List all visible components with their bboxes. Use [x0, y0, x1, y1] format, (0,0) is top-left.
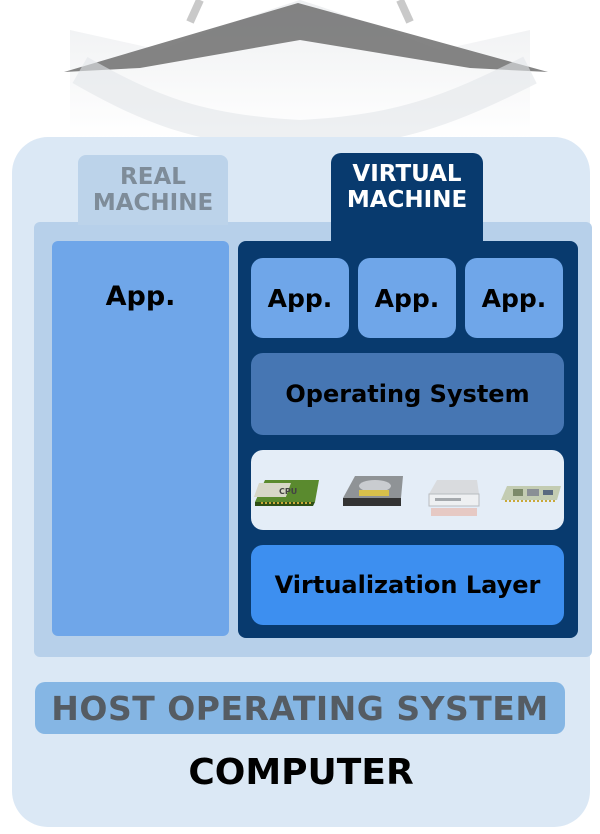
vm-app-3: App. [465, 258, 563, 338]
virtual-machine-tab: VIRTUAL MACHINE [331, 153, 483, 247]
virtual-hardware-icons: CPU [253, 476, 561, 516]
real-machine-tab: REAL MACHINE [78, 155, 228, 225]
virtualization-layer: Virtualization Layer [251, 545, 564, 625]
top-arrow-graphic [0, 0, 600, 140]
vm-app-2: App. [358, 258, 456, 338]
real-machine-app-box [52, 241, 229, 636]
virtual-hardware-box: CPU [251, 450, 564, 530]
vm-app-1: App. [251, 258, 349, 338]
svg-text:CPU: CPU [279, 487, 297, 496]
computer-label: COMPUTER [188, 752, 414, 793]
expansion-card-icon [501, 486, 561, 502]
guest-operating-system: Operating System [251, 353, 564, 435]
disk-drive-icon [428, 480, 480, 516]
cpu-icon: CPU [253, 480, 319, 506]
hard-drive-icon [343, 476, 403, 506]
real-machine-app-label: App. [105, 281, 176, 312]
host-operating-system: HOST OPERATING SYSTEM [35, 682, 565, 734]
